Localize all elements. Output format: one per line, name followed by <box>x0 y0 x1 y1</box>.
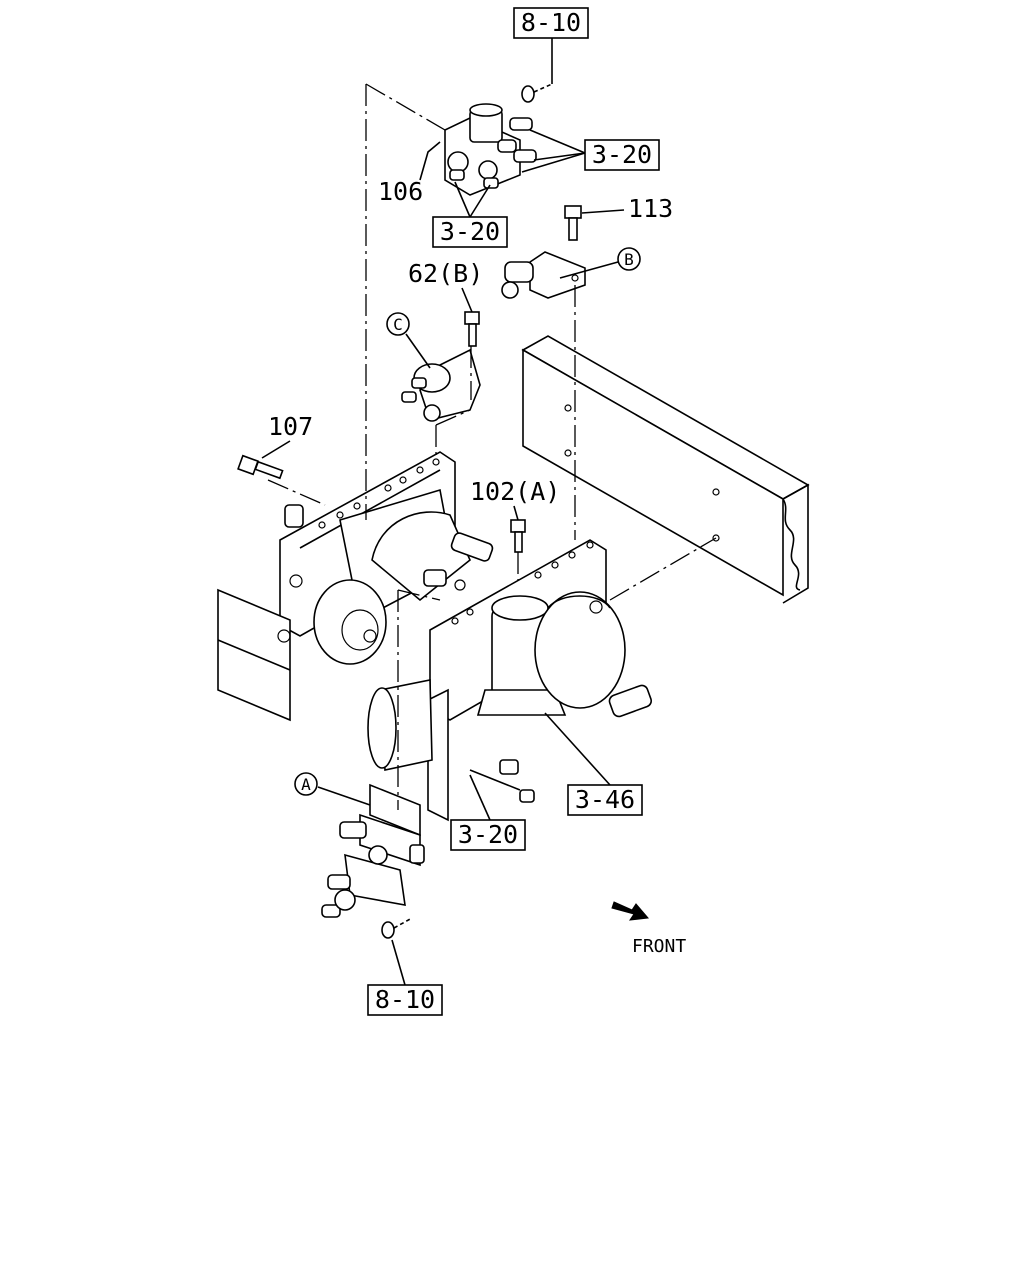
ref-box-top-8-10[interactable]: 8-10 <box>513 7 589 39</box>
svg-text:8-10: 8-10 <box>521 8 581 37</box>
part-label-102a: 102(A) <box>470 477 560 506</box>
valve-a <box>321 783 425 918</box>
ref-box-dryer-3-46[interactable]: 3-46 <box>567 784 643 816</box>
part-label-62b: 62(B) <box>408 259 483 288</box>
ref-box-lower-3-20[interactable]: 3-20 <box>450 819 526 851</box>
valve-assembly-top <box>444 103 537 196</box>
bolt-62b <box>464 311 480 347</box>
svg-text:8-10: 8-10 <box>375 985 435 1014</box>
part-label-107: 107 <box>268 412 313 441</box>
callout-b: B <box>617 247 641 271</box>
bolt-107 <box>237 454 284 480</box>
svg-text:C: C <box>393 315 403 334</box>
lower-tank <box>367 679 433 771</box>
front-arrow-icon <box>611 901 649 921</box>
frame-rail <box>521 335 810 604</box>
part-label-113: 113 <box>628 194 673 223</box>
callout-a: A <box>294 772 318 796</box>
ref-box-upper-right-3-20[interactable]: 3-20 <box>584 139 660 171</box>
plug-bottom <box>381 917 413 939</box>
bolt-113 <box>564 205 582 241</box>
fittings <box>277 504 653 803</box>
svg-text:3-20: 3-20 <box>592 140 652 169</box>
svg-text:3-20: 3-20 <box>458 820 518 849</box>
leader-lines <box>261 38 625 986</box>
svg-text:A: A <box>301 775 311 794</box>
valve-b <box>501 251 586 299</box>
bolt-102a <box>510 519 526 553</box>
ref-box-bottom-8-10[interactable]: 8-10 <box>367 984 443 1016</box>
front-label: FRONT <box>632 936 686 957</box>
svg-text:3-46: 3-46 <box>575 785 635 814</box>
callout-c: C <box>386 312 410 336</box>
reference-chain-lines <box>267 83 717 810</box>
air-dryer <box>476 595 567 716</box>
air-tank-right <box>534 591 626 709</box>
ref-box-upper-3-20[interactable]: 3-20 <box>432 216 508 248</box>
plug-top <box>521 83 553 103</box>
svg-text:B: B <box>624 250 634 269</box>
part-label-106: 106 <box>378 177 423 206</box>
svg-text:3-20: 3-20 <box>440 217 500 246</box>
